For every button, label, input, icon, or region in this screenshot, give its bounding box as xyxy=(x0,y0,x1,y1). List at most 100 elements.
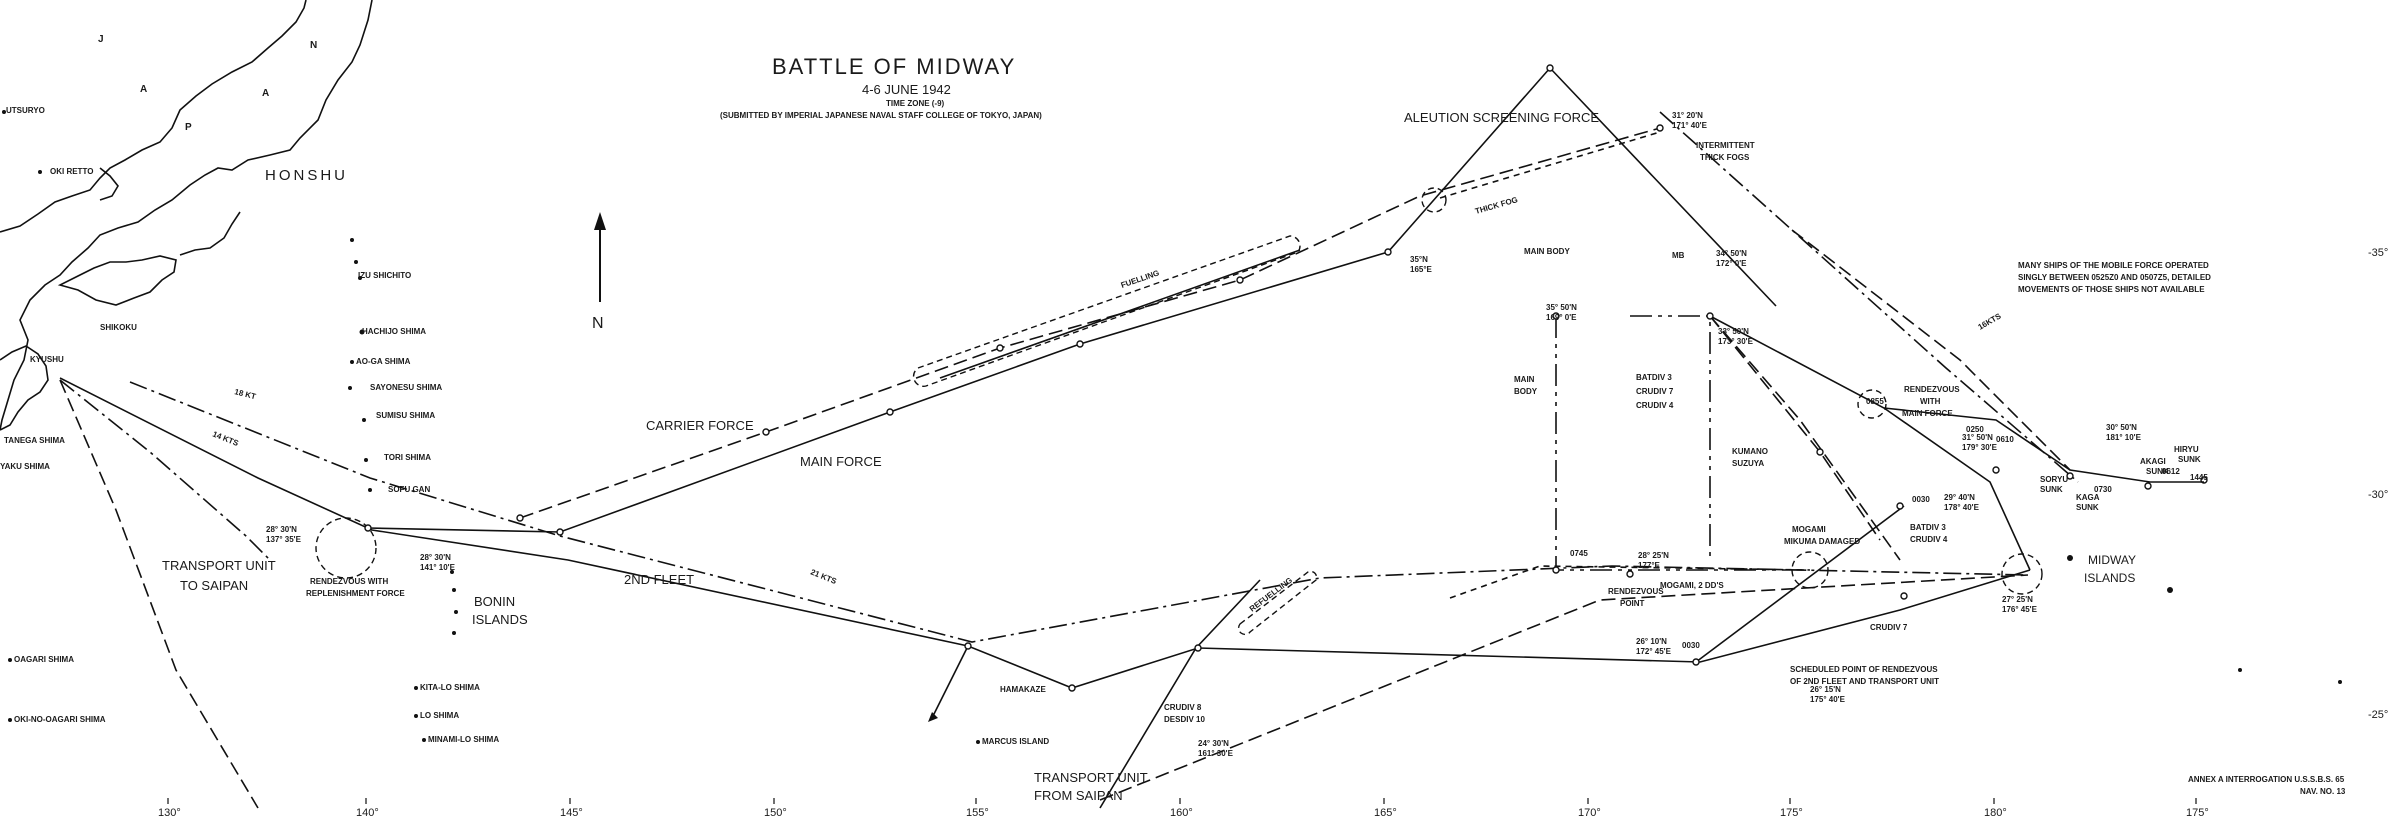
rendezvous-replenish-label: RENDEZVOUS WITH xyxy=(310,577,388,586)
fuelling-zone xyxy=(912,235,1301,387)
svg-text:177°E: 177°E xyxy=(1638,561,1661,570)
svg-text:33° 50'N: 33° 50'N xyxy=(1718,327,1749,336)
akagi-label: AKAGI xyxy=(2140,457,2166,466)
coordinate-labels: 31° 20'N 171° 40'E 35°N 165°E 34° 50'N 1… xyxy=(266,111,2142,758)
mikuma-route xyxy=(1709,315,1901,561)
svg-text:14 KTS: 14 KTS xyxy=(211,430,240,449)
svg-text:35°N: 35°N xyxy=(1410,255,1428,264)
svg-text:28° 30'N: 28° 30'N xyxy=(266,525,297,534)
svg-text:-35°: -35° xyxy=(2368,247,2388,259)
svg-text:145°: 145° xyxy=(560,807,583,819)
main-force-rendezvous-circle xyxy=(1857,389,1887,419)
hiryu-label: HIRYU xyxy=(2174,445,2199,454)
svg-text:31° 50'N: 31° 50'N xyxy=(1962,433,1993,442)
tori-label: TORI SHIMA xyxy=(384,453,431,462)
refuelling-label: REFUELLING xyxy=(1248,576,1294,614)
svg-text:0730: 0730 xyxy=(2094,485,2112,494)
honshu-label: HONSHU xyxy=(265,167,348,184)
refuelling-zone xyxy=(1237,570,1318,636)
main-body-vert-label-2: BODY xyxy=(1514,387,1538,396)
tanega-label: TANEGA SHIMA xyxy=(4,436,65,445)
transport-to-saipan-route xyxy=(59,379,259,809)
midway-label: MIDWAY xyxy=(2088,553,2136,567)
annex-line-2: NAV. NO. 13 xyxy=(2300,787,2346,796)
svg-text:171° 40'E: 171° 40'E xyxy=(1672,121,1708,130)
minami-label: MINAMI-LO SHIMA xyxy=(428,735,499,744)
svg-text:137° 35'E: 137° 35'E xyxy=(266,535,302,544)
kaga-sunk-label: SUNK xyxy=(2076,503,2099,512)
svg-text:175°: 175° xyxy=(2186,807,2209,819)
svg-text:0745: 0745 xyxy=(1570,549,1588,558)
mogami-2dd-label: MOGAMI, 2 DD'S xyxy=(1660,581,1724,590)
midway-marker xyxy=(2067,555,2073,561)
main-force-route xyxy=(367,66,1777,533)
oki-retto-label: OKI RETTO xyxy=(50,167,93,176)
svg-text:1445: 1445 xyxy=(2190,473,2208,482)
north-label: N xyxy=(592,315,604,332)
crudiv7-route xyxy=(1695,505,1905,663)
transport-from-saipan-label-2: FROM SAIPAN xyxy=(1034,788,1123,803)
svg-text:141° 10'E: 141° 10'E xyxy=(420,563,456,572)
kumano-label: KUMANO xyxy=(1732,447,1768,456)
scheduled-label-2: OF 2ND FLEET AND TRANSPORT UNIT xyxy=(1790,677,1939,686)
transport-from-saipan-label: TRANSPORT UNIT xyxy=(1034,770,1148,785)
sumisu-label: SUMISU SHIMA xyxy=(376,411,435,420)
fuelling-route xyxy=(939,249,1301,379)
japan-letter-2: A xyxy=(140,84,147,95)
transport-to-saipan-alt-route xyxy=(59,379,271,561)
svg-text:28° 30'N: 28° 30'N xyxy=(420,553,451,562)
svg-text:165°E: 165°E xyxy=(1410,265,1433,274)
thick-fog-label: THICK FOG xyxy=(1474,195,1519,216)
carrier-force-label: CARRIER FORCE xyxy=(646,418,754,433)
svg-text:140°: 140° xyxy=(356,807,379,819)
svg-text:29° 40'N: 29° 40'N xyxy=(1944,493,1975,502)
carrier-force-route xyxy=(519,127,1661,519)
aoga-label: AO-GA SHIMA xyxy=(356,357,411,366)
rendezvous-point-label-2: POINT xyxy=(1620,599,1645,608)
aleutian-route xyxy=(1659,111,2079,483)
map-timezone: TIME ZONE (-9) xyxy=(886,99,945,108)
east-island-marker-2 xyxy=(2338,680,2342,684)
kita-marker xyxy=(414,686,418,690)
note-line-1: MANY SHIPS OF THE MOBILE FORCE OPERATED xyxy=(2018,261,2209,270)
svg-text:0855: 0855 xyxy=(1866,397,1884,406)
svg-text:176° 45'E: 176° 45'E xyxy=(2002,605,2038,614)
japan-letter-5: N xyxy=(310,40,317,51)
utsuryo-label: UTSURYO xyxy=(6,106,45,115)
japan-letter-3: P xyxy=(185,122,192,133)
svg-text:172° 45'E: 172° 45'E xyxy=(1636,647,1672,656)
main-body-label: MAIN BODY xyxy=(1524,247,1570,256)
svg-text:35° 50'N: 35° 50'N xyxy=(1546,303,1577,312)
suzuya-label: SUZUYA xyxy=(1732,459,1764,468)
longitude-axis: 130° 140° 145° 150° 155° 160° 165° 170° … xyxy=(158,798,2209,819)
svg-text:24° 30'N: 24° 30'N xyxy=(1198,739,1229,748)
svg-text:26° 10'N: 26° 10'N xyxy=(1636,637,1667,646)
lo-label: LO SHIMA xyxy=(420,711,459,720)
transport-to-saipan-label: TRANSPORT UNIT xyxy=(162,558,276,573)
note-line-2: SINGLY BETWEEN 0525Z0 AND 0507Z5, DETAIL… xyxy=(2018,273,2211,282)
thick-fog-route xyxy=(1439,131,1661,199)
svg-text:0610: 0610 xyxy=(1996,435,2014,444)
rendezvous-main-label-2: WITH xyxy=(1920,397,1941,406)
crudiv7-label: CRUDIV 7 xyxy=(1636,387,1674,396)
map-title: BATTLE OF MIDWAY xyxy=(772,54,1016,79)
svg-text:16KTS: 16KTS xyxy=(1977,311,2004,332)
japan-letter-1: J xyxy=(98,34,104,45)
svg-text:28° 25'N: 28° 25'N xyxy=(1638,551,1669,560)
batdiv3b-label: BATDIV 3 xyxy=(1910,523,1946,532)
intermittent-label-2: THICK FOGS xyxy=(1700,153,1750,162)
svg-text:34° 50'N: 34° 50'N xyxy=(1716,249,1747,258)
minami-marker xyxy=(422,738,426,742)
main-force-label: MAIN FORCE xyxy=(800,454,882,469)
bonin-label: BONIN xyxy=(474,594,515,609)
svg-text:181° 10'E: 181° 10'E xyxy=(2106,433,2142,442)
rendezvous-main-label-3: MAIN FORCE xyxy=(1902,409,1953,418)
svg-text:0250: 0250 xyxy=(1966,425,1984,434)
carrier-approach-route xyxy=(1791,229,2071,471)
second-fleet-dashed-route xyxy=(129,381,2029,643)
svg-text:173° 30'E: 173° 30'E xyxy=(1718,337,1754,346)
shikoku-label: SHIKOKU xyxy=(100,323,137,332)
soryu-label: SORYU xyxy=(2040,475,2068,484)
north-arrow: N xyxy=(592,212,606,332)
hiryu-sunk-label: SUNK xyxy=(2178,455,2201,464)
